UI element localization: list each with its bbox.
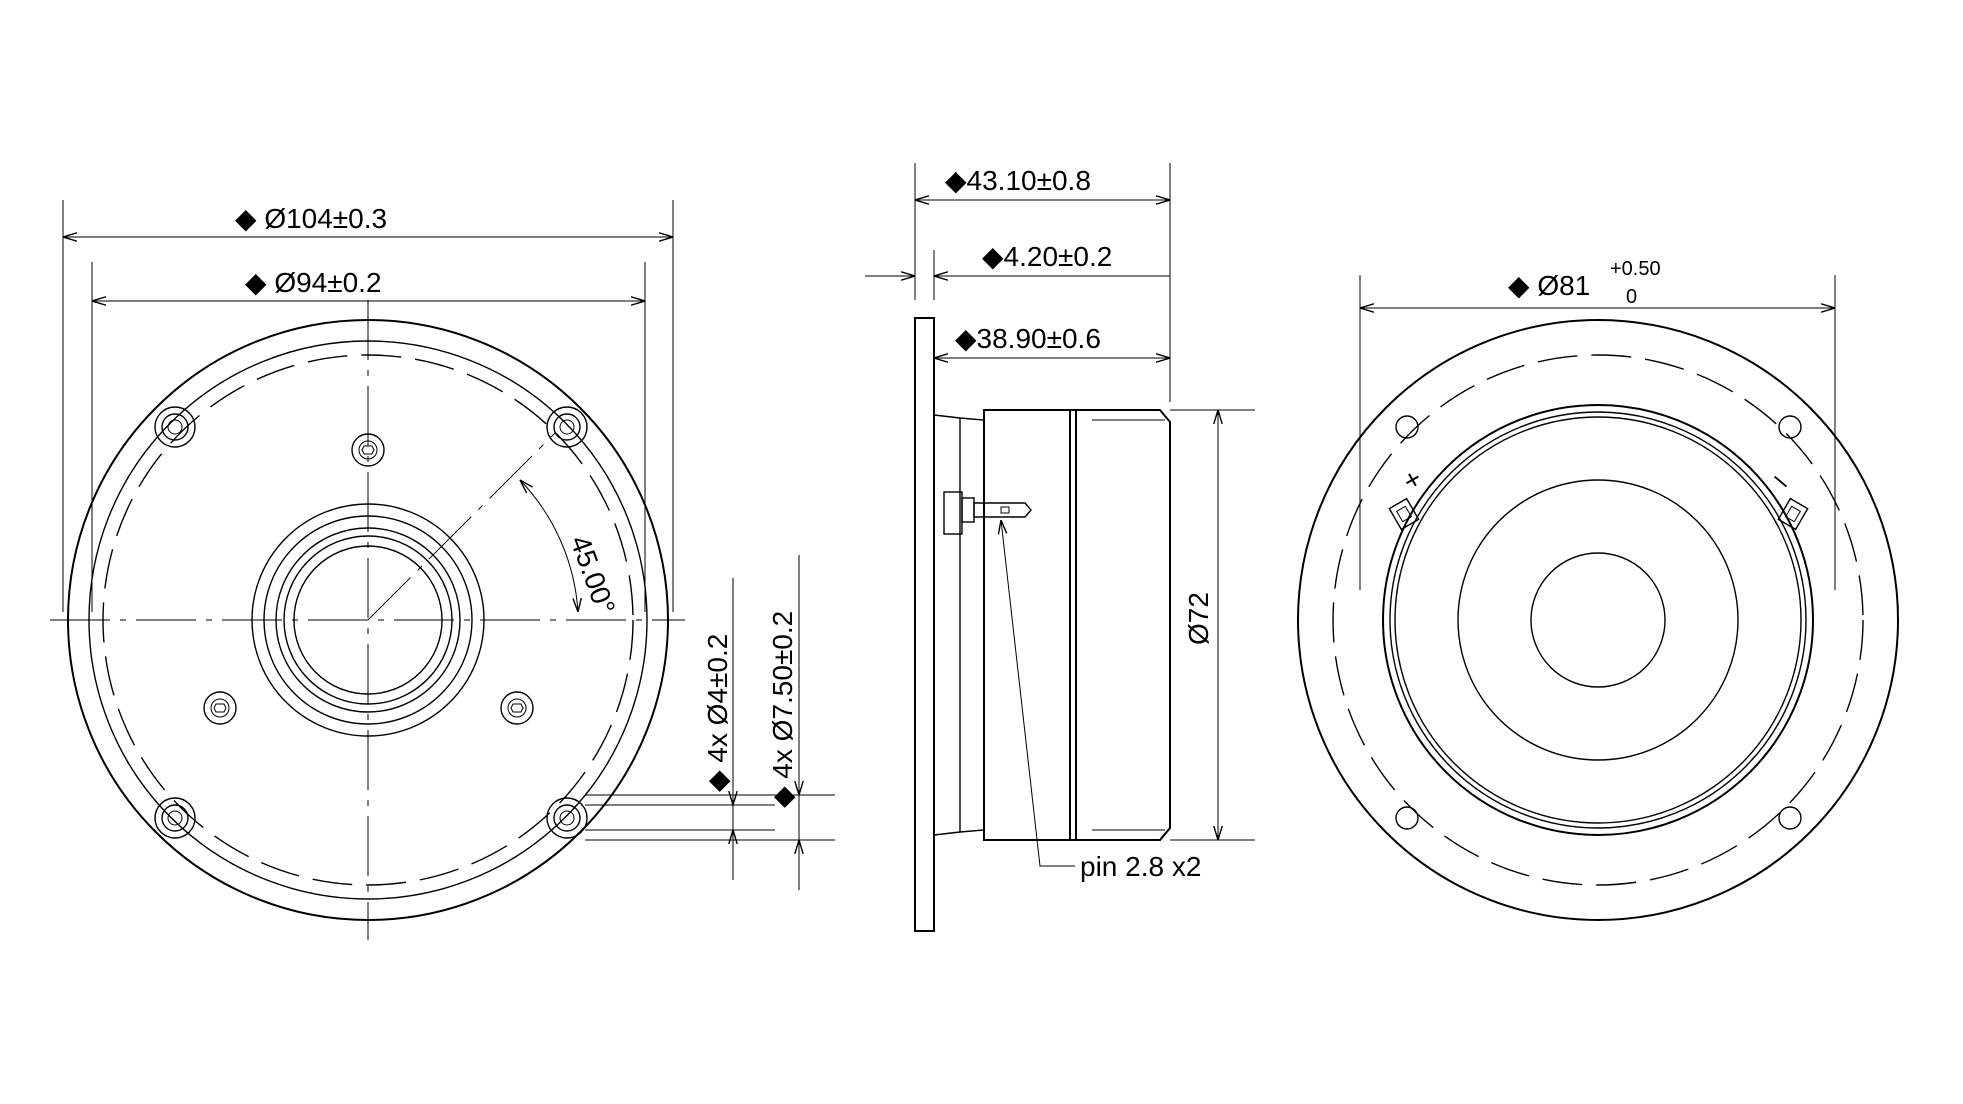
mounting-hole-bottom-left — [154, 797, 196, 839]
tolerance-upper: +0.50 — [1610, 258, 1661, 280]
counterbore-label: ◆ 4x Ø7.50±0.2 — [767, 611, 798, 808]
faceplate-screw-left — [203, 691, 237, 725]
angle-dimension-arc — [520, 480, 578, 612]
side-magnet-front — [983, 409, 1071, 841]
tolerance-lower: 0 — [1626, 286, 1637, 308]
front-dome — [293, 545, 443, 695]
rear-vent — [1530, 552, 1666, 688]
body-diameter-label: Ø72 — [1183, 592, 1214, 645]
cutout-diameter-label: ◆ Ø81 — [1508, 270, 1590, 301]
rear-mounting-hole-bottom-left — [1395, 806, 1419, 830]
rear-mounting-hole-top-left — [1395, 415, 1419, 439]
rear-terminal-minus — [1777, 497, 1809, 531]
rear-mounting-hole-top-right — [1778, 415, 1802, 439]
rear-body-outer — [1382, 404, 1814, 836]
front-view: 45.00° ◆ Ø104±0.3 — [50, 200, 835, 940]
pin-leader — [1001, 520, 1075, 867]
total-depth-label: ◆43.10±0.8 — [945, 165, 1091, 196]
hole-diameter-label: ◆ 4x Ø4±0.2 — [702, 634, 733, 792]
mounting-hole-bottom-right — [546, 797, 588, 839]
bolt-circle-label: ◆ Ø94±0.2 — [245, 267, 382, 298]
rear-magnet-plate — [1457, 479, 1739, 761]
front-waveguide-mid — [283, 535, 453, 705]
front-flange-inner-edge — [88, 340, 648, 900]
faceplate-screw-top — [351, 433, 385, 467]
side-gasket — [933, 414, 985, 836]
side-magnet-rear — [1075, 409, 1171, 841]
rear-body-chamfer — [1389, 411, 1807, 829]
rear-mounting-hole-bottom-right — [1778, 806, 1802, 830]
front-45-degree-line — [367, 432, 556, 621]
rear-bolt-circle — [1332, 354, 1864, 886]
rear-body-edge — [1394, 416, 1802, 824]
angle-label: 45.00° — [564, 531, 621, 618]
front-faceplate-inner — [263, 515, 473, 725]
rear-terminal-plus — [1388, 497, 1420, 531]
pin-label: pin 2.8 x2 — [1080, 851, 1201, 882]
front-bolt-circle — [102, 354, 634, 886]
side-flange — [914, 317, 935, 932]
rear-view: + – ◆ Ø81 +0.50 0 — [1297, 258, 1899, 921]
flange-thickness-label: ◆4.20±0.2 — [982, 241, 1112, 272]
front-faceplate-ring — [251, 503, 485, 737]
side-view: pin 2.8 x2 ◆43.10±0.8 ◆4.20±0.2 ◆38.90±0… — [865, 163, 1255, 932]
plus-terminal-label: + — [1398, 462, 1428, 497]
rear-flange-outer-edge — [1297, 319, 1899, 921]
mounting-hole-top-right — [546, 406, 588, 448]
front-waveguide-outer — [275, 527, 461, 713]
terminal-pin — [943, 491, 1032, 535]
front-flange-outer-edge — [67, 319, 669, 921]
mounting-hole-top-left — [154, 406, 196, 448]
outer-diameter-label: ◆ Ø104±0.3 — [235, 203, 387, 234]
faceplate-screw-right — [500, 691, 534, 725]
body-depth-label: ◆38.90±0.6 — [955, 323, 1101, 354]
